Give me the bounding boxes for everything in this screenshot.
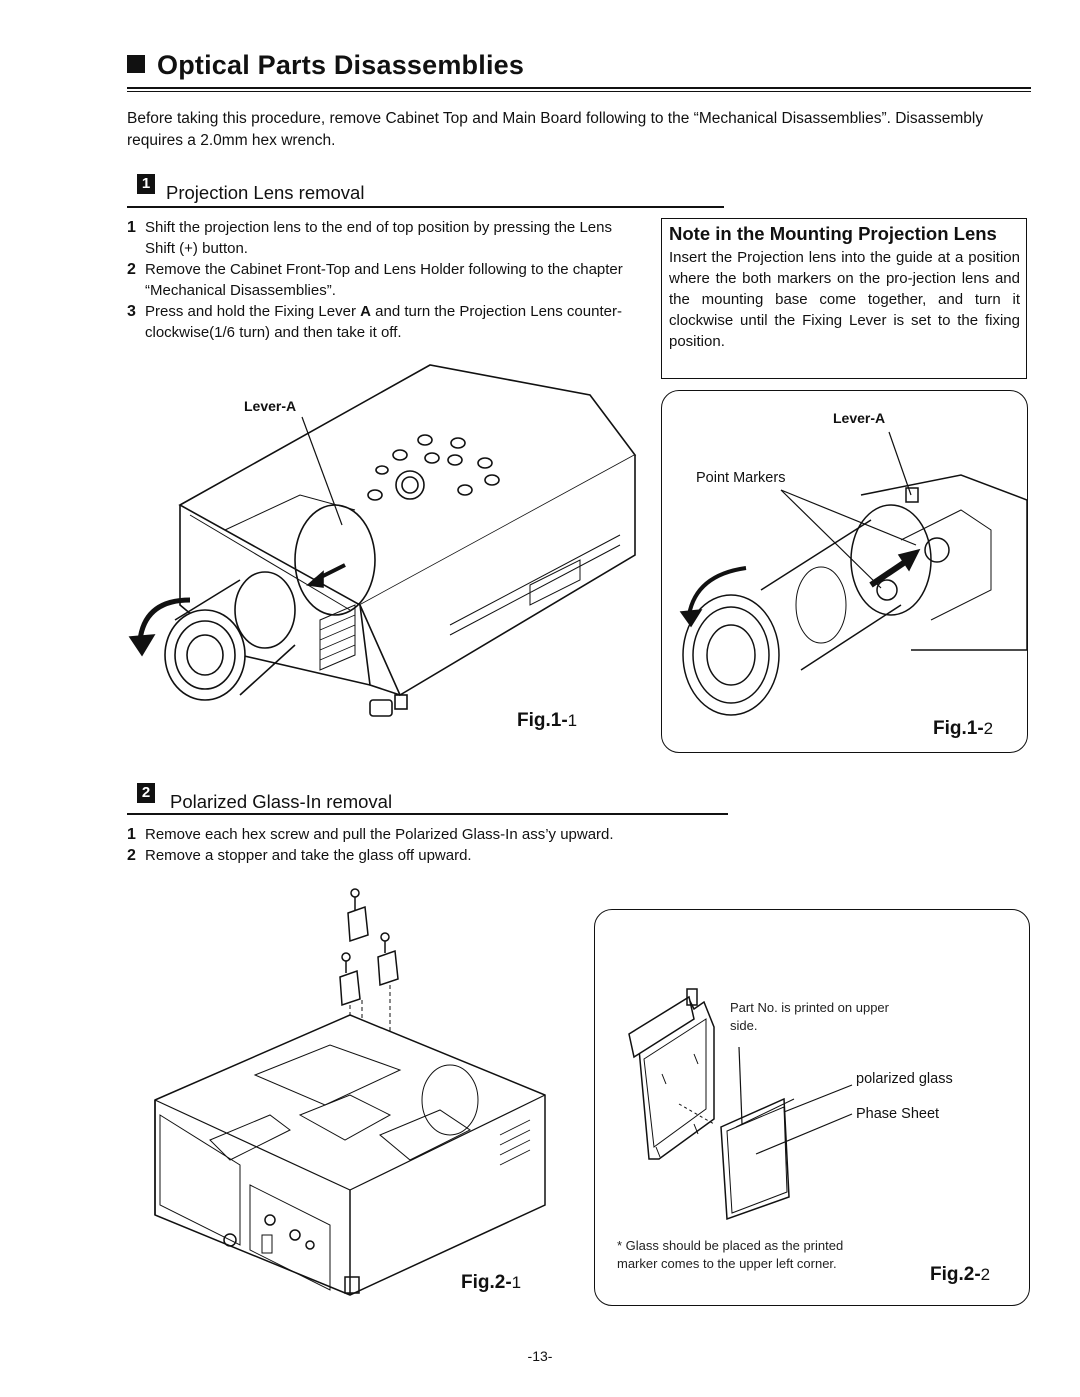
fig2-2-polarized-glass-label: polarized glass [856,1071,953,1087]
title-rule [127,91,1031,92]
fig2-1-label: Fig.2-1 [461,1272,522,1293]
intro-paragraph: Before taking this procedure, remove Cab… [127,110,984,149]
fig2-2-label: Fig.2-2 [930,1264,991,1285]
note-body: Insert the Projection lens into the guid… [669,249,1020,350]
fig2-2-phase-sheet-label: Phase Sheet [856,1106,940,1122]
fig1-2-lens-mount-illustration [679,431,1028,716]
section-2-number: 2 [137,783,155,803]
fig1-2-label: Fig.1-2 [933,718,994,739]
section-2-title: Polarized Glass-In removal [170,791,393,812]
section-1-number: 1 [137,174,155,194]
fig1-1-label: Fig.1-1 [517,710,578,731]
fig2-2-glass-holder-illustration [628,988,853,1221]
page-number: -13- [527,1348,553,1364]
fig1-2-point-markers-label: Point Markers [696,470,786,486]
fig2-2-footnote: * Glass should be placed as the printed … [617,1238,844,1271]
section-1-rule [127,206,724,208]
fig2-1-open-projector-illustration [154,888,546,1296]
fig1-1-projector-illustration [128,364,637,717]
mounting-note-box: Note in the Mounting Projection Lens Ins… [661,218,1027,379]
fig2-2-box [594,909,1030,1306]
page-title: Optical Parts Disassemblies [127,50,524,81]
note-title: Note in the Mounting Projection Lens [669,223,997,244]
fig1-2-lever-a-label: Lever-A [833,410,886,426]
fig2-2-part-no-note: Part No. is printed on upper side. [730,1000,889,1033]
section-1-title: Projection Lens removal [166,182,365,203]
section-2-rule [127,813,728,815]
square-bullet-icon [127,55,145,73]
fig1-1-lever-a-label: Lever-A [244,398,297,414]
title-rule [127,87,1031,89]
